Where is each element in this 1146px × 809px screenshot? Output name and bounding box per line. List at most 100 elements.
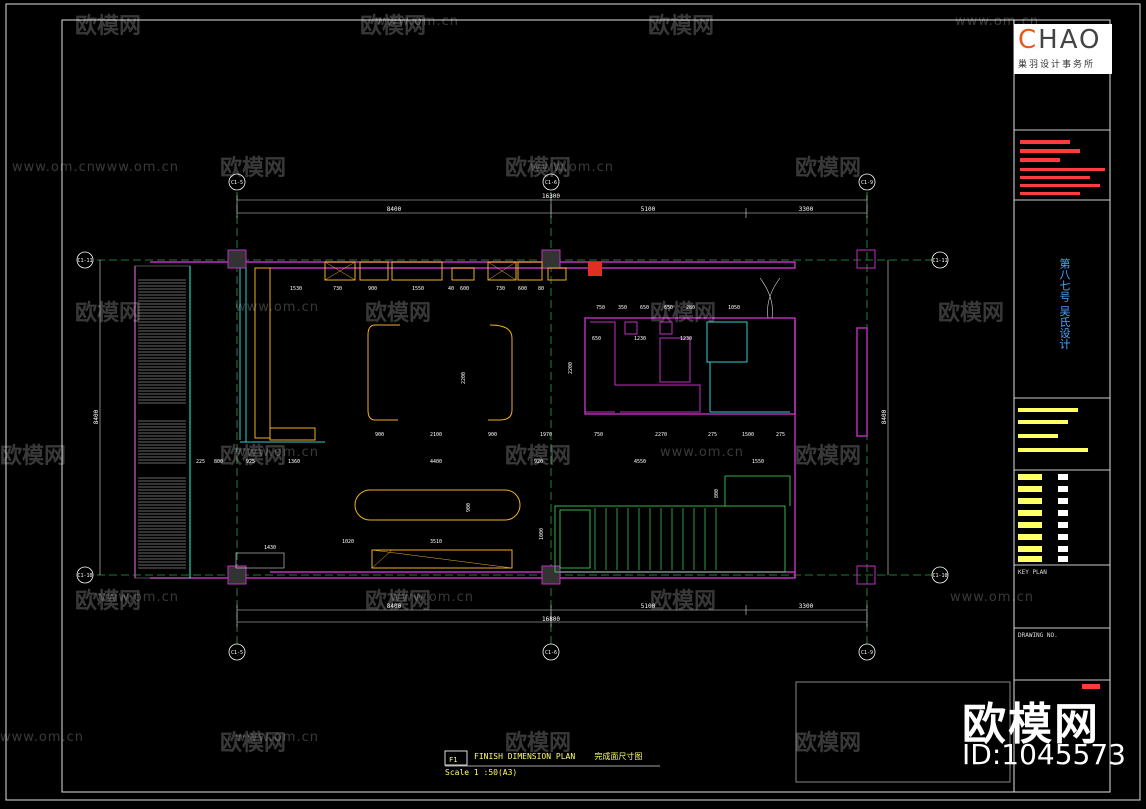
dim-ur-4: 650: [664, 305, 673, 311]
watermark-text: 欧模网: [505, 444, 572, 469]
title-block-vertical-title: 第八七号 吴氏设计: [1058, 258, 1071, 350]
watermark-text: 欧模网: [220, 156, 287, 181]
dim-row1-8: 600: [518, 286, 527, 292]
dim-bottom-part-3: 3300: [799, 603, 814, 610]
dim-left-total: 8400: [93, 409, 100, 424]
watermark-url: www.om.cn: [12, 160, 96, 175]
grid-label-right-1: C1-11: [932, 258, 947, 264]
dim-row2-3: 900: [488, 432, 497, 438]
sheet-outer-frame: [5, 3, 1141, 801]
dimension-lines: [99, 195, 889, 627]
grid-label-top-3: C1-9: [861, 180, 873, 186]
watermark-text: 欧模网: [795, 444, 862, 469]
watermark-url: www.om.cn: [235, 445, 319, 460]
dim-bottom-part-1: 8400: [387, 603, 402, 610]
grid-bubbles: [76, 173, 949, 661]
dim-ur-3: 650: [640, 305, 649, 311]
dim-row3-8: 1550: [752, 459, 764, 465]
dim-ur-5: 280: [686, 305, 695, 311]
watermark-text: 欧模网: [365, 589, 432, 614]
dim-row1-5: 40: [448, 286, 454, 292]
watermark-text: 欧模网: [650, 301, 717, 326]
logo-subtitle: 巢羽设计事务所: [1018, 60, 1096, 70]
dim-row3-6: 920: [534, 459, 543, 465]
dim-row2-6: 2270: [655, 432, 667, 438]
grid-label-top-1: C1-5: [231, 180, 243, 186]
dim-row2-1: 900: [375, 432, 384, 438]
dim-row1-3: 900: [368, 286, 377, 292]
watermark-url: www.om.cn: [235, 300, 319, 315]
dim-v-2: 2200: [568, 362, 574, 374]
inner-walls: [239, 268, 790, 443]
tb-red-note: [1020, 192, 1080, 195]
dim-v-5: 1000: [539, 528, 545, 540]
watermark-text: 欧模网: [220, 731, 287, 756]
title-badge: F1: [449, 756, 457, 764]
dim-row2-7: 275: [708, 432, 717, 438]
watermark-text: 欧模网: [648, 14, 715, 39]
dim-ur2-3: 1230: [680, 336, 692, 342]
watermark-text: 欧模网: [505, 156, 572, 181]
watermark-text: 欧模网: [938, 301, 1005, 326]
tb-red-note: [1020, 184, 1100, 187]
grid-lines: [85, 180, 940, 650]
watermark-text: 欧模网: [505, 731, 572, 756]
watermark-url: www.om.cn: [530, 160, 614, 175]
watermark-text: 欧模网: [650, 589, 717, 614]
dim-row1-9: 80: [538, 286, 544, 292]
stair: [554, 475, 791, 573]
key-plan-label: KEY PLAN: [1018, 569, 1047, 576]
dim-row3-2: 800: [214, 459, 223, 465]
watermark-text: 欧模网: [75, 301, 142, 326]
watermark-text: 欧模网: [75, 14, 142, 39]
watermark-text: 欧模网: [795, 731, 862, 756]
tb-red-note: [1020, 168, 1105, 171]
furniture-counters: [254, 261, 567, 569]
sheet-inner-frame: [61, 19, 1111, 793]
dim-top-part-3: 3300: [799, 206, 814, 213]
grid-label-top-2: C1-6: [545, 180, 557, 186]
drawing-scale: Scale 1 :50(A3): [445, 768, 518, 777]
dim-mid-2: 1020: [342, 539, 354, 545]
logo-wordmark: CHAO: [1018, 25, 1102, 55]
watermark-text: 欧模网: [365, 301, 432, 326]
tb-red-note: [1020, 176, 1090, 179]
watermark-text: 欧模网: [795, 156, 862, 181]
grid-label-left-1: C1-11: [77, 258, 92, 264]
watermark-text: 欧模网: [360, 14, 427, 39]
dim-ur2-1: 650: [592, 336, 601, 342]
dim-ur2-2: 1230: [634, 336, 646, 342]
kitchen-fixtures: [324, 261, 517, 569]
dim-row3-5: 4400: [430, 459, 442, 465]
dim-row3-7: 4550: [634, 459, 646, 465]
company-logo: CHAO 巢羽设计事务所: [1014, 24, 1112, 74]
dim-row1-7: 730: [496, 286, 505, 292]
dim-top-part-2: 5100: [641, 206, 656, 213]
dim-mid-1: 3510: [430, 539, 442, 545]
dim-top-total: 16300: [542, 193, 560, 200]
dim-bottom-total: 16800: [542, 616, 560, 623]
dim-row2-8: 1500: [742, 432, 754, 438]
entry-door: [759, 277, 781, 319]
watermark-url: www.om.cn: [950, 590, 1034, 605]
watermark-url: www.om.cn: [390, 590, 474, 605]
dim-row3-3: 925: [246, 459, 255, 465]
dim-right-total: 8400: [881, 409, 888, 424]
brand-name: 欧模网: [962, 699, 1100, 750]
watermark-text: 欧模网: [0, 444, 67, 469]
tb-red-note: [1020, 158, 1060, 162]
watermark-url: www.om.cn: [375, 14, 459, 29]
brand-id: ID:1045573: [962, 738, 1126, 771]
watermark-url: www.om.cn: [0, 730, 84, 745]
tb-red-note: [1020, 149, 1080, 153]
watermark-url: www.om.cn: [660, 445, 744, 460]
dim-row1-4: 1550: [412, 286, 424, 292]
dim-ur-6: 1050: [728, 305, 740, 311]
grid-label-bottom-3: C1-9: [861, 650, 873, 656]
dim-ur-1: 750: [596, 305, 605, 311]
dim-row3-4: 1360: [288, 459, 300, 465]
dim-ur-2: 350: [618, 305, 627, 311]
watermark-url: www.om.cn: [235, 730, 319, 745]
hatch-lines: [138, 279, 186, 569]
